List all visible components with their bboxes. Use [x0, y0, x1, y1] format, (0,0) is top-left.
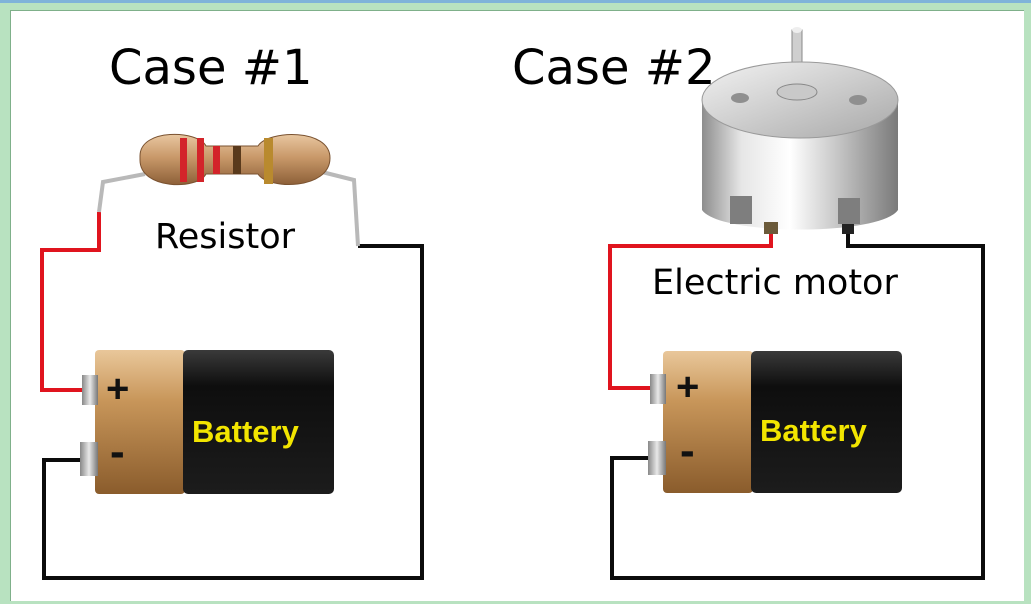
case-1-negative-terminal [80, 442, 98, 476]
electric-motor-icon [701, 27, 899, 234]
case-2-battery: + - Battery [648, 351, 902, 493]
case-1-positive-terminal [82, 375, 98, 405]
case-1-positive-wire [40, 212, 101, 392]
case-2-minus-sign: - [680, 426, 695, 475]
resistor-icon [97, 133, 360, 247]
case-2-battery-label: Battery [760, 413, 868, 448]
case-2-negative-wire [610, 230, 985, 580]
case-1-circuit: Case #1 Resistor [40, 40, 424, 580]
case-2-negative-terminal [648, 441, 666, 475]
case-1-minus-sign: - [110, 427, 125, 476]
case-1-battery-label: Battery [192, 414, 300, 449]
case-2-title: Case #2 [512, 40, 715, 96]
case-2-positive-terminal [650, 374, 666, 404]
case-1-negative-wire [42, 244, 424, 580]
electric-motor-label: Electric motor [652, 263, 898, 303]
case-2-plus-sign: + [676, 365, 699, 409]
case-1-title: Case #1 [109, 40, 312, 96]
case-2-positive-wire [608, 230, 773, 390]
case-2-circuit: Case #2 Electric motor [512, 27, 985, 580]
case-1-battery: + - Battery [80, 350, 334, 494]
case-1-plus-sign: + [106, 367, 129, 411]
top-border [0, 0, 1031, 3]
resistor-label: Resistor [155, 217, 296, 257]
